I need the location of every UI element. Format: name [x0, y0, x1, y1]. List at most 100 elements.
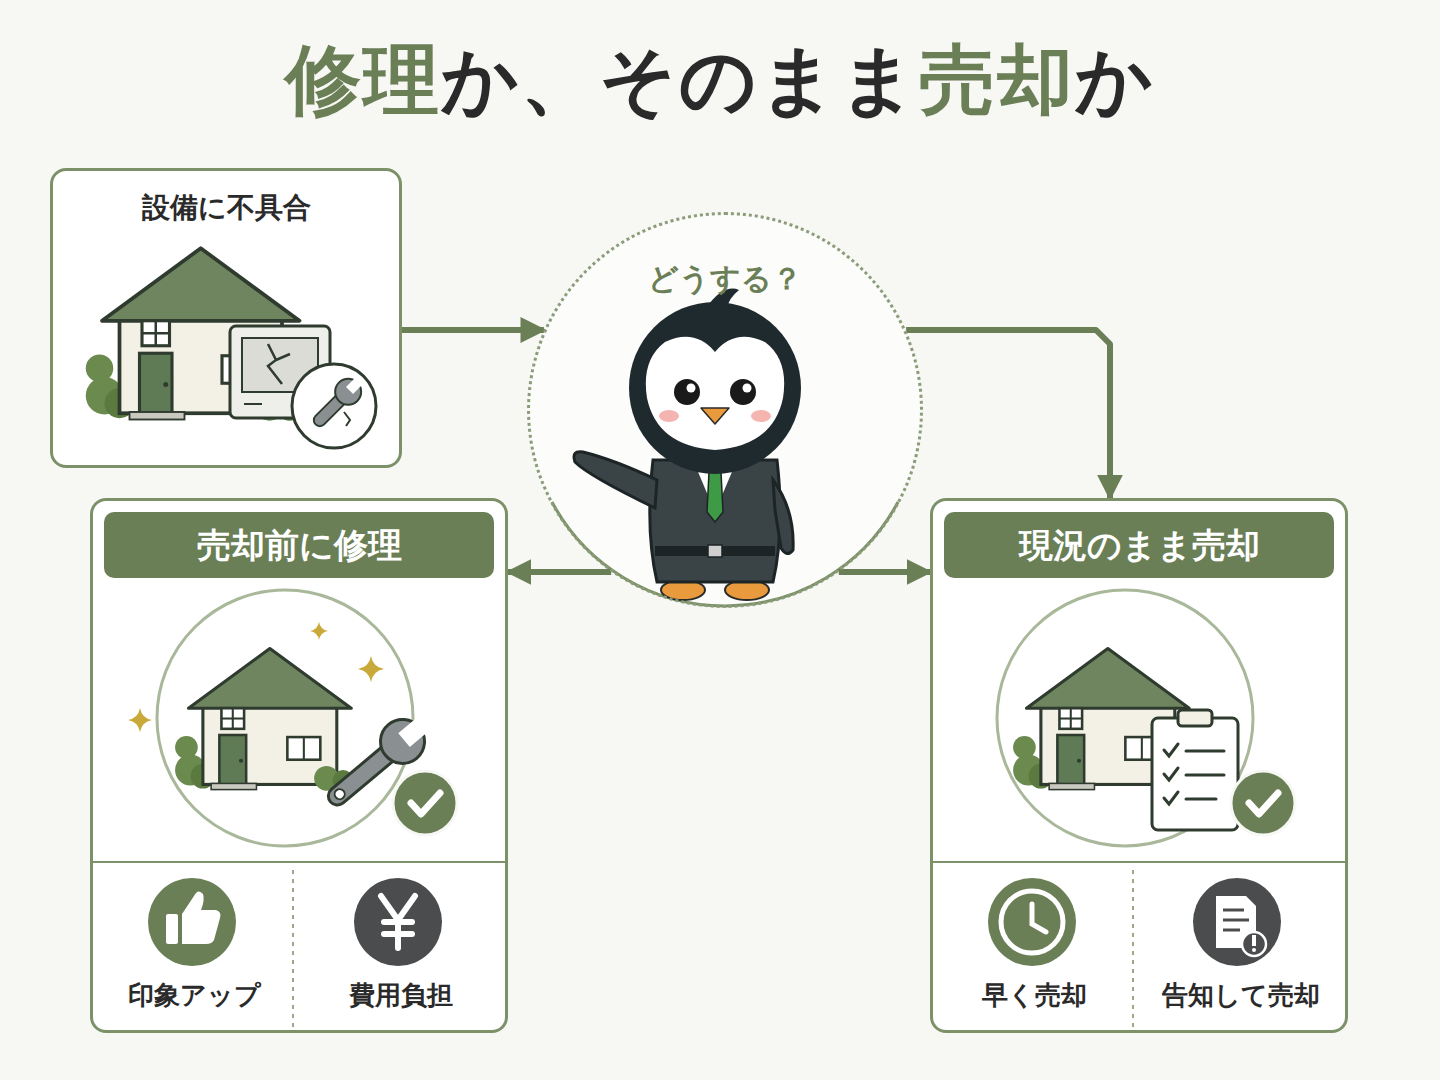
- thumbs-up-icon: [148, 878, 236, 966]
- broken-house-illustration: [306, 371, 368, 433]
- repaired-house-illustration: [157, 590, 413, 846]
- merit-cell: 印象アップ: [93, 865, 296, 1033]
- repaired-house-illustration: [128, 708, 152, 732]
- box-grounds: [90, 498, 508, 1033]
- merit-cell: 費用負担: [296, 865, 505, 1033]
- cell-dividers: [92, 861, 506, 863]
- as-is-house-illustration: [1164, 744, 1178, 756]
- as-is-house-illustration: [1164, 744, 1224, 804]
- repaired-house-illustration: [128, 590, 457, 846]
- notice-document-icon: [1252, 935, 1256, 946]
- penguin-character: [687, 384, 696, 393]
- as-is-house-illustration: [1178, 710, 1212, 726]
- repaired-house-illustration: [372, 710, 434, 772]
- clock-icon: [988, 878, 1076, 966]
- option-panel: 早く売却告知して売却 現況のまま売却: [930, 498, 1348, 1033]
- penguin-character: [655, 546, 775, 556]
- yen-icon: [354, 878, 442, 966]
- as-is-house-illustration: [1152, 718, 1238, 830]
- yen-icon: [384, 931, 412, 937]
- broken-house-illustration: [330, 373, 367, 410]
- as-is-house-illustration: [1186, 774, 1224, 777]
- repaired-house-illustration: [175, 648, 353, 790]
- as-is-house-illustration: [1164, 792, 1178, 804]
- thumbs-up-icon: [182, 891, 221, 944]
- title-part: 修理: [285, 35, 441, 124]
- merit-cell: 早く売却: [933, 865, 1136, 1033]
- title-part: か、そのまま: [441, 35, 919, 124]
- penguin-character: [646, 337, 784, 450]
- cell-label: 費用負担: [296, 978, 505, 1013]
- cell-label: 告知して売却: [1136, 978, 1345, 1013]
- question-label: どうする？: [530, 215, 920, 300]
- penguin-character: [674, 379, 700, 405]
- penguin-character: [707, 472, 723, 522]
- box-label: 設備に不具合: [53, 171, 399, 227]
- penguin-character: [629, 302, 801, 474]
- panel-heading: 売却前に修理: [104, 512, 494, 578]
- flow-arrow: [839, 569, 930, 575]
- option-panel: 印象アップ費用負担 売却前に修理: [90, 498, 508, 1033]
- notice-document-icon: [1193, 878, 1281, 966]
- penguin-character: [701, 408, 729, 424]
- cell-dividers: [1132, 870, 1134, 1028]
- thumbs-up-icon: [166, 914, 178, 944]
- penguin-character: [708, 545, 722, 557]
- broken-house-illustration: [344, 412, 350, 426]
- as-is-house-illustration: [997, 590, 1253, 846]
- notice-document-icon: [1223, 919, 1249, 922]
- flow-arrow: [508, 569, 611, 575]
- page-title: 修理か、そのまま売却か: [0, 30, 1440, 133]
- box-grounds: [50, 168, 402, 468]
- repaired-house-illustration: [333, 787, 347, 801]
- as-is-house-illustration: [1186, 798, 1216, 801]
- penguin-character: [730, 379, 756, 405]
- flow-arrow: [402, 327, 544, 333]
- broken-house-illustration: [346, 377, 363, 394]
- as-is-house-illustration: [1186, 750, 1224, 753]
- broken-house-illustration: [86, 248, 376, 448]
- yen-icon: [384, 919, 412, 925]
- notice-document-icon: [1242, 932, 1266, 956]
- broken-house-illustration: [244, 403, 262, 405]
- as-is-house-illustration: [997, 590, 1295, 846]
- penguin-character: [650, 460, 780, 582]
- notice-document-icon: [1223, 929, 1240, 932]
- penguin-character: [574, 289, 801, 600]
- penguin-character: [659, 410, 679, 422]
- merit-cell: 告知して売却: [1136, 865, 1345, 1033]
- penguin-character: [751, 410, 771, 422]
- penguin-character: [743, 384, 752, 393]
- flow-arrow: [906, 330, 1110, 498]
- penguin-character: [574, 452, 657, 508]
- penguin-character: [773, 480, 793, 554]
- problem-box: 設備に不具合: [50, 168, 402, 468]
- decision-circle: どうする？: [527, 212, 923, 608]
- notice-document-icon: [1252, 948, 1256, 952]
- thumbs-up-icon: [148, 878, 236, 966]
- box-grounds: [930, 498, 1348, 1033]
- clock-icon: [1032, 904, 1046, 932]
- clock-icon: [1001, 891, 1063, 953]
- repaired-house-illustration: [358, 656, 384, 682]
- notice-document-icon: [1223, 909, 1244, 912]
- repaired-house-illustration: [310, 622, 328, 640]
- notice-document-icon: [1193, 878, 1281, 966]
- broken-house-illustration: [292, 364, 376, 448]
- cell-dividers: [292, 870, 294, 1028]
- notice-document-icon: [1223, 910, 1249, 930]
- repaired-house-illustration: [393, 771, 457, 835]
- yen-icon: [354, 878, 442, 966]
- yen-icon: [381, 896, 415, 920]
- repaired-house-illustration: [398, 718, 428, 747]
- yen-icon: [381, 896, 415, 948]
- cell-dividers: [92, 862, 1346, 1028]
- panel-heading: 現況のまま売却: [944, 512, 1334, 578]
- as-is-house-illustration: [1231, 771, 1295, 835]
- clock-icon: [988, 878, 1076, 966]
- box-grounds: [50, 168, 1348, 1033]
- cell-dividers: [932, 861, 1346, 863]
- cell-label: 印象アップ: [93, 978, 296, 1013]
- box-grounds: [529, 214, 921, 606]
